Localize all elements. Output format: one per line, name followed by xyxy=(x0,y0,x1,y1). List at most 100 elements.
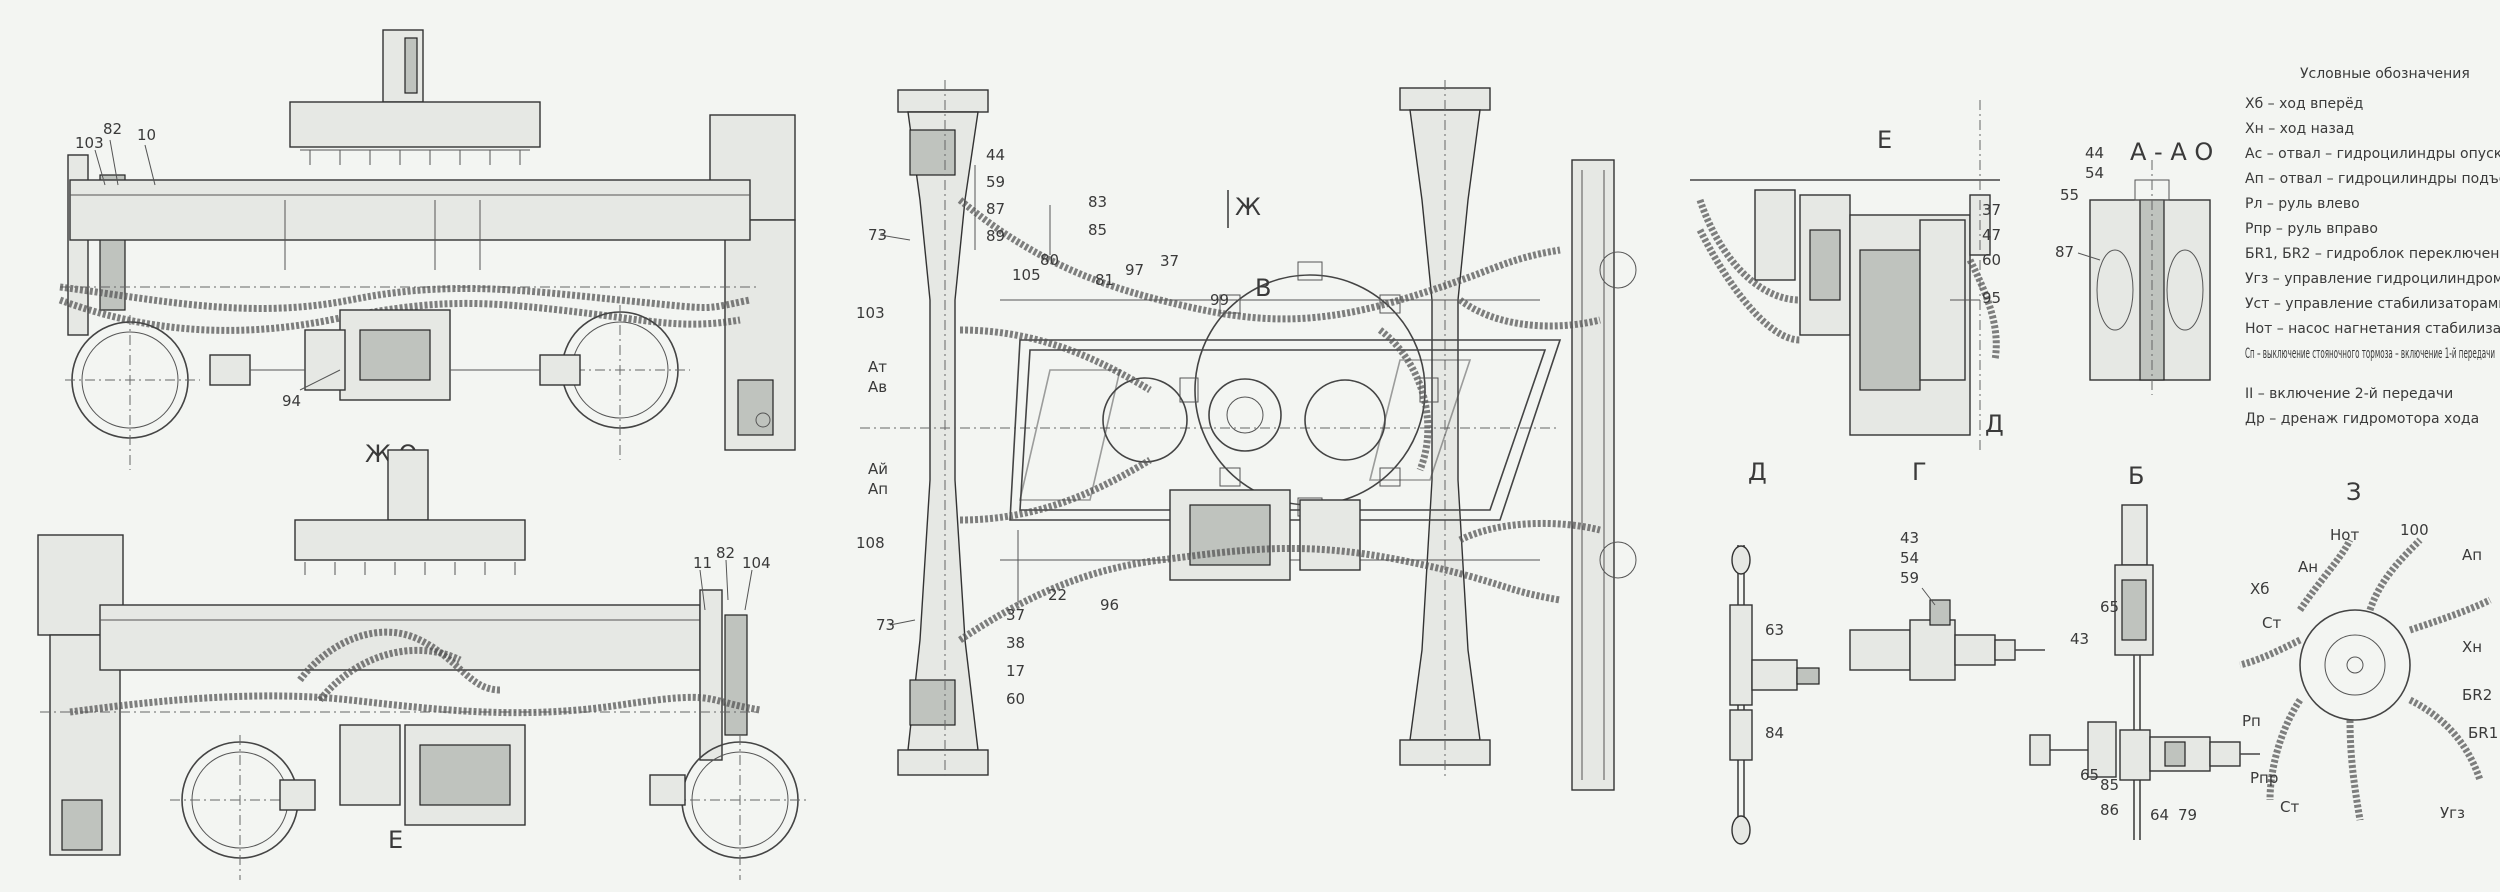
legend-item: БR1, БR2 – гидроблок переключения xyxy=(2245,246,2500,262)
callout-label: 38 xyxy=(1006,634,1025,652)
callout-label: 43 xyxy=(2070,630,2089,648)
callout-label: 22 xyxy=(1048,586,1067,604)
port-label: Хн xyxy=(2462,638,2482,656)
view-d-callouts: Д 63 84 xyxy=(1748,458,1784,742)
callout-label: 59 xyxy=(986,173,1005,191)
callout-label: 96 xyxy=(1100,596,1119,614)
legend-item: Хн – ход назад xyxy=(2245,121,2354,137)
port-label: Рпр xyxy=(2250,769,2278,787)
legend-item: II – включение 2-й передачи xyxy=(2245,386,2453,402)
port-label: Ст xyxy=(2262,614,2281,632)
callout-label: 65 xyxy=(2080,766,2099,784)
legend-item: Рпр – руль вправо xyxy=(2245,221,2378,237)
top-view xyxy=(860,80,1637,791)
callout-label: 60 xyxy=(1982,251,2001,269)
section-mark: В xyxy=(1255,274,1271,302)
legend-item: Др – дренаж гидромотора хода xyxy=(2245,411,2479,427)
callout-label: 81 xyxy=(1095,271,1114,289)
view-title: А - А О xyxy=(2130,138,2213,166)
legend-item: Сп – выключение стояночного тормоза – вк… xyxy=(2245,346,2495,362)
port-label: Ан xyxy=(2298,558,2318,576)
legend-title: Условные обозначения xyxy=(2300,66,2470,82)
callout-label: 37 xyxy=(1160,252,1179,270)
section-mark: Е xyxy=(388,826,403,854)
view-e-callouts: Е 37 47 60 95 Д xyxy=(1877,126,2004,438)
callout-label: 82 xyxy=(103,120,122,138)
callout-label: 59 xyxy=(1900,569,1919,587)
port-label: Хб xyxy=(2250,580,2270,598)
top-view-callouts: 73 103 108 73 44 59 87 89 83 85 105 80 8… xyxy=(856,146,1271,708)
legend-item: Ап – отвал – гидроцилиндры подъём xyxy=(2245,171,2500,187)
view-title: Е xyxy=(1877,126,1892,154)
callout-label: 80 xyxy=(1040,251,1059,269)
port-label: Угз xyxy=(2440,804,2465,822)
section-mark: Ж xyxy=(1235,193,1261,221)
port-label: Ап xyxy=(2462,546,2482,564)
callout-label: 37 xyxy=(1006,606,1025,624)
view-e xyxy=(1690,100,2000,450)
callout-label: 11 xyxy=(693,554,712,572)
callout-label: 99 xyxy=(1210,291,1229,309)
legend-item: Хб – ход вперёд xyxy=(2245,96,2363,112)
callout-label: 44 xyxy=(986,146,1005,164)
view-g-callouts: Г 43 54 59 xyxy=(1900,458,1936,606)
legend-item: Уст – управление стабилизаторами (опции) xyxy=(2245,296,2500,312)
callout-label: 108 xyxy=(856,534,885,552)
callout-label: 105 xyxy=(1012,266,1041,284)
side-view-lower xyxy=(37,449,810,880)
callout-label: 95 xyxy=(1982,289,2001,307)
port-label: Ат xyxy=(868,358,887,376)
section-a-a-callouts: А - А О 44 54 55 87 xyxy=(2055,138,2213,261)
callout-label: 82 xyxy=(716,544,735,562)
callout-label: 100 xyxy=(2400,521,2429,539)
port-label: БR1 xyxy=(2468,724,2498,742)
view-b-callouts: Б 65 43 65 85 86 64 79 xyxy=(2070,462,2197,824)
section-a-a xyxy=(2089,160,2211,395)
port-label: БR2 xyxy=(2462,686,2492,704)
callout-label: 97 xyxy=(1125,261,1144,279)
callout-label: 54 xyxy=(2085,164,2104,182)
legend: Условные обозначения Хб – ход вперёд Хн … xyxy=(2245,66,2500,427)
port-label: Нот xyxy=(2330,526,2359,544)
side-view-lower-callouts: 11 82 104 Е xyxy=(388,544,771,854)
callout-label: 64 xyxy=(2150,806,2169,824)
view-title: Д xyxy=(1748,458,1767,486)
callout-label: 89 xyxy=(986,227,1005,245)
port-label: Ай xyxy=(868,460,888,478)
callout-label: 37 xyxy=(1982,201,2001,219)
side-view-upper xyxy=(58,29,796,470)
legend-item: Угз – управление гидроцилиндром гидрозам… xyxy=(2245,271,2500,287)
port-label: Ст xyxy=(2280,798,2299,816)
callout-label: 103 xyxy=(856,304,885,322)
callout-label: 94 xyxy=(282,392,301,410)
view-z-callouts: З Ан Нот 100 Ап Хб Хн Ст БR2 БR1 Рп Рпр … xyxy=(2242,478,2498,822)
callout-label: 104 xyxy=(742,554,771,572)
view-g xyxy=(1849,599,2045,681)
callout-label: 84 xyxy=(1765,724,1784,742)
legend-item: Рл – руль влево xyxy=(2245,196,2360,212)
port-label: Ап xyxy=(868,480,888,498)
callout-label: 10 xyxy=(137,126,156,144)
callout-label: 44 xyxy=(2085,144,2104,162)
view-title: З xyxy=(2346,478,2361,506)
callout-label: 86 xyxy=(2100,801,2119,819)
section-mark: Д xyxy=(1985,410,2004,438)
view-b xyxy=(2029,504,2260,840)
legend-item: Нот – насос нагнетания стабилизаторы (оп… xyxy=(2245,321,2500,337)
callout-label: 43 xyxy=(1900,529,1919,547)
callout-label: 85 xyxy=(2100,776,2119,794)
callout-label: 103 xyxy=(75,134,104,152)
callout-label: 79 xyxy=(2178,806,2197,824)
callout-label: 83 xyxy=(1088,193,1107,211)
port-label: Ав xyxy=(868,378,887,396)
callout-label: 47 xyxy=(1982,226,2001,244)
callout-label: 65 xyxy=(2100,598,2119,616)
view-z xyxy=(2239,537,2492,821)
legend-item: Ас – отвал – гидроцилиндры опускание xyxy=(2245,146,2500,162)
view-title: Г xyxy=(1912,458,1927,486)
view-title: Б xyxy=(2128,462,2144,490)
callout-label: 63 xyxy=(1765,621,1784,639)
callout-label: 85 xyxy=(1088,221,1107,239)
view-d xyxy=(1729,545,1820,845)
